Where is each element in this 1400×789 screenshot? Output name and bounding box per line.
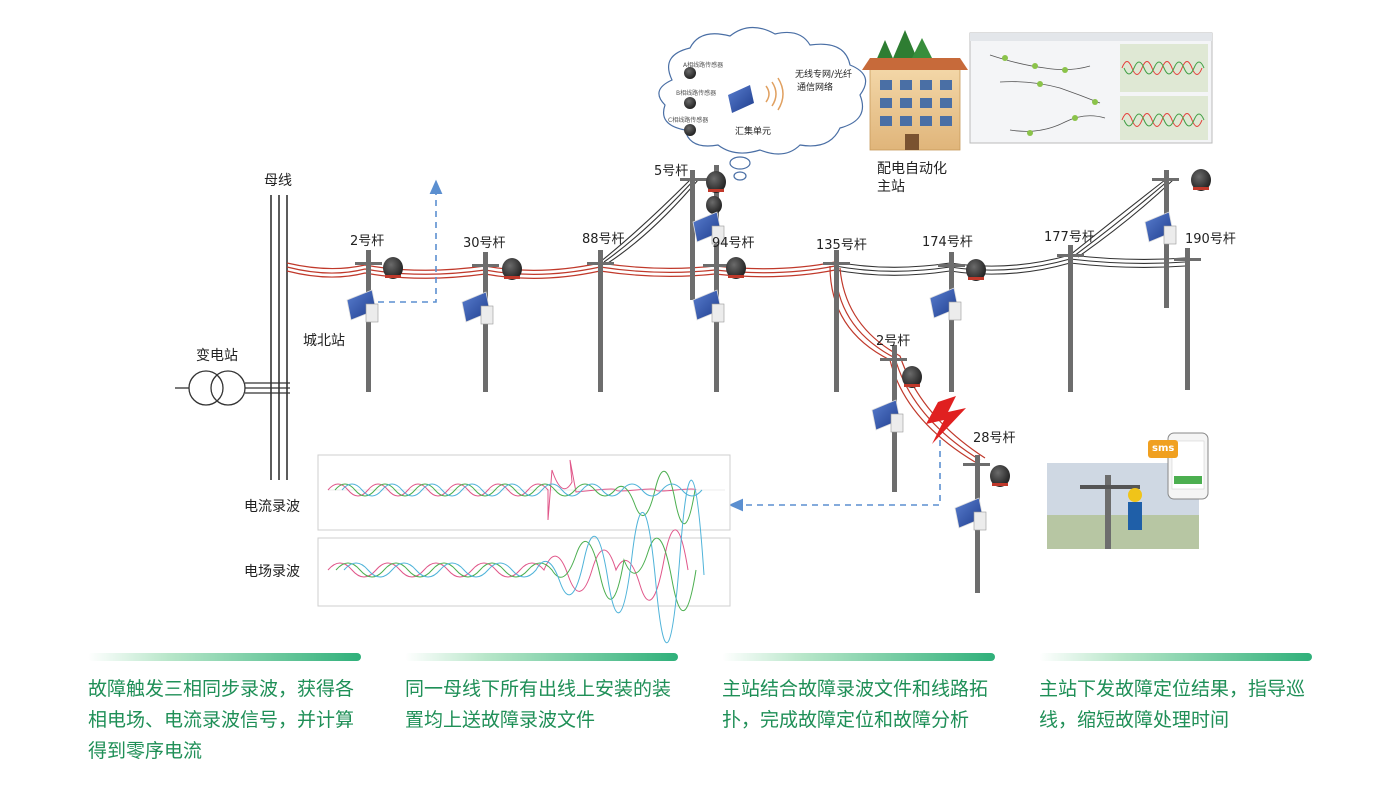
pole-label-135: 135号杆 xyxy=(816,238,867,253)
step-4-bar xyxy=(1039,653,1312,661)
master-station-label-2: 主站 xyxy=(877,179,905,195)
fault-lightning-icon xyxy=(926,396,966,444)
line-sensor-icons xyxy=(383,169,1211,487)
field-waveform-panel xyxy=(317,480,731,644)
current-wave-label: 电流录波 xyxy=(244,499,300,515)
pole-label-2: 2号杆 xyxy=(350,234,385,249)
field-wave-label: 电场录波 xyxy=(244,564,300,580)
signal-waves-icon xyxy=(765,77,784,111)
step-2-text: 同一母线下所有出线上安装的装置均上送故障录波文件 xyxy=(405,678,672,731)
step-4-text: 主站下发故障定位结果，指导巡线，缩短故障处理时间 xyxy=(1039,678,1306,731)
step-3-text: 主站结合故障录波文件和线路拓扑，完成故障定位和故障分析 xyxy=(722,678,989,731)
pole-label-94: 94号杆 xyxy=(712,236,755,251)
branch-pole-label-2: 2号杆 xyxy=(876,334,911,349)
sensor-b-label: B相线路传感器 xyxy=(676,90,717,97)
current-waveform-panel xyxy=(317,454,731,531)
pole-label-190: 190号杆 xyxy=(1185,232,1236,247)
master-station-building-icon xyxy=(862,30,968,151)
cloud-sensor-icons xyxy=(684,67,696,136)
busbar xyxy=(270,195,288,480)
step-1-text: 故障触发三相同步录波，获得各相电场、电流录波信号，并计算得到零序电流 xyxy=(88,678,355,762)
sensor-red-bands xyxy=(385,187,1209,486)
pole-label-5: 5号杆 xyxy=(654,164,689,179)
network-label-1: 无线专网/光纤 xyxy=(795,70,853,80)
sensor-c-label: C相线路传感器 xyxy=(668,117,709,124)
pole-label-88: 88号杆 xyxy=(582,232,625,247)
step-1-bar xyxy=(88,653,361,661)
step-2-bar xyxy=(405,653,678,661)
solar-panel-icons xyxy=(346,211,1177,531)
step-3-bar xyxy=(722,653,995,661)
branch-pole-label-28: 28号杆 xyxy=(973,431,1016,446)
pole-label-177: 177号杆 xyxy=(1044,230,1095,245)
phone-sms-icon xyxy=(1148,432,1209,500)
pole-label-30: 30号杆 xyxy=(463,236,506,251)
cloud-solar-icon xyxy=(728,85,754,113)
substation-label: 变电站 xyxy=(196,348,238,364)
sensor-a-label: A相线路传感器 xyxy=(683,62,724,69)
worker-photo xyxy=(1047,463,1199,549)
software-screenshot xyxy=(969,32,1213,144)
transformer-icon xyxy=(175,370,290,406)
master-station-label-1: 配电自动化 xyxy=(877,161,947,177)
pole-label-174: 174号杆 xyxy=(922,235,973,250)
branch-feeder-red xyxy=(829,265,986,463)
communication-cloud xyxy=(658,26,867,181)
sms-label: sms xyxy=(1152,443,1175,454)
network-label-2: 通信网络 xyxy=(797,83,834,93)
aggregator-label: 汇集单元 xyxy=(735,127,772,137)
busbar-label: 母线 xyxy=(264,173,292,189)
station-north-label: 城北站 xyxy=(303,333,345,349)
upload-arrows xyxy=(378,179,941,512)
main-feeder-black xyxy=(599,179,1186,276)
